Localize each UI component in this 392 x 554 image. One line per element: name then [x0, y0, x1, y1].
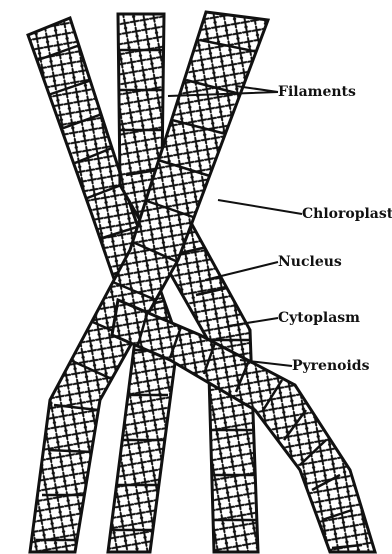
nucleus-label: Nucleus — [278, 254, 342, 270]
chloroplast-leader — [218, 200, 302, 214]
cytoplasm-label: Cytoplasm — [278, 310, 360, 326]
chloroplast-label: Chloroplast — [302, 206, 392, 222]
pyrenoids-label: Pyrenoids — [292, 358, 370, 374]
filaments-label: Filaments — [278, 84, 356, 100]
